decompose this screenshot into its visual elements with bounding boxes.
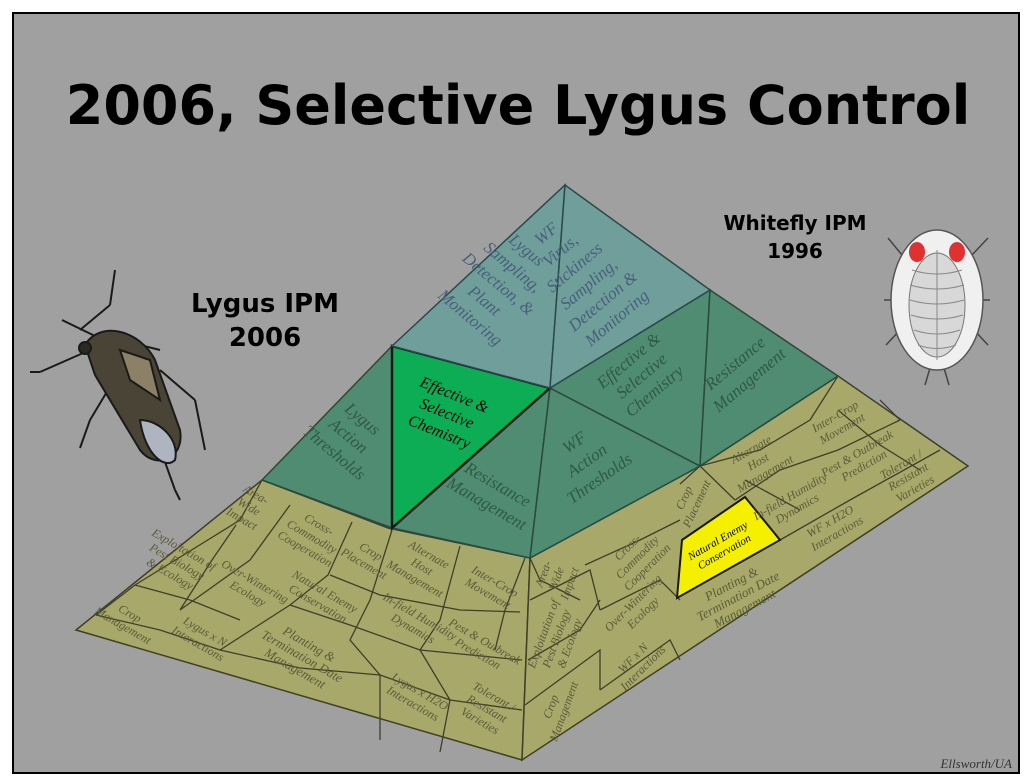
whitefly-ipm-label: Whitefly IPM [723, 211, 866, 235]
whitefly-ipm-year: 1996 [767, 239, 823, 263]
whitefly-right-eye [949, 242, 965, 262]
slide-title: 2006, Selective Lygus Control [66, 74, 970, 137]
whitefly-illustration [884, 229, 990, 386]
lygus-ipm-label: Lygus IPM [191, 289, 339, 319]
whitefly-left-eye [909, 242, 925, 262]
top-right-face [549, 183, 712, 390]
lygus-ipm-year: 2006 [229, 323, 301, 353]
base-left-grid [95, 479, 526, 753]
natural-enemy-conservation-highlight [675, 495, 782, 600]
base-right-grid [524, 375, 941, 706]
middle-right-outer-face [699, 288, 840, 468]
lygus-bug-illustration [30, 269, 206, 501]
top-tier-text: Lygus Sampling, Detection, & Plant Monit… [434, 218, 653, 351]
credit-text: Ellsworth/UA [939, 756, 1012, 771]
